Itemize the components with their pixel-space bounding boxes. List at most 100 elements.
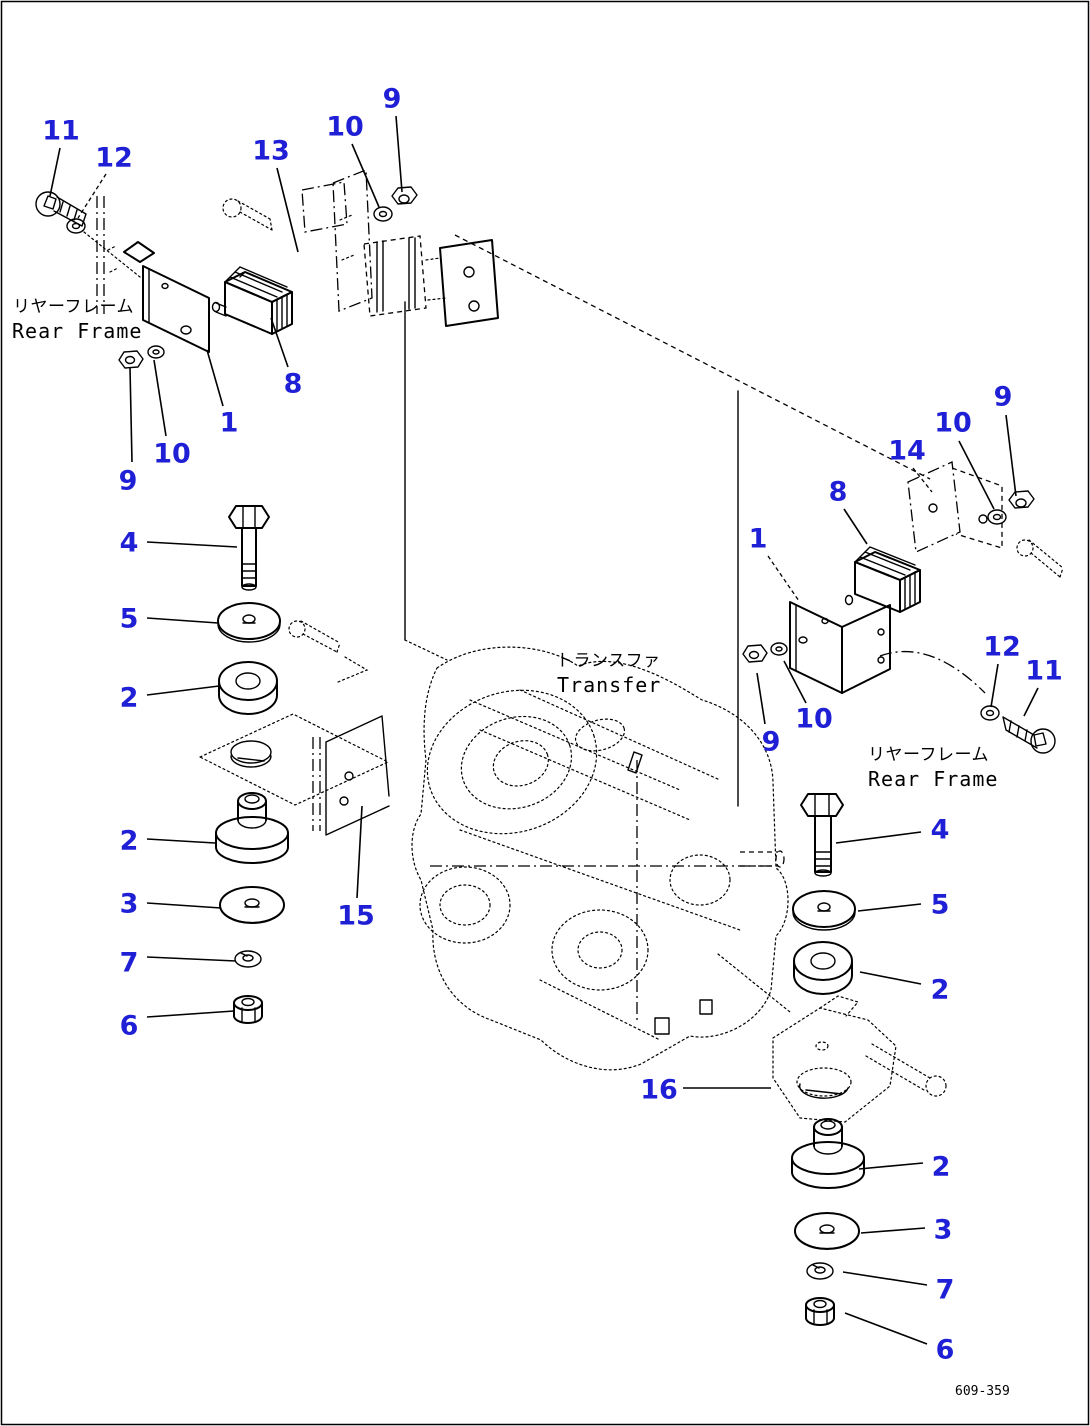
annotation-rear-frame-left: リヤーフレーム Rear Frame <box>12 297 142 343</box>
washer-7-left <box>234 950 262 968</box>
callout-2: 2 <box>120 683 139 714</box>
callout-16: 16 <box>640 1075 678 1106</box>
callout-12: 12 <box>95 143 133 174</box>
rear-frame-right-en: Rear Frame <box>868 767 998 791</box>
callout-10: 10 <box>153 439 191 470</box>
rear-frame-left-jp: リヤーフレーム <box>13 297 134 317</box>
leader-line-9 <box>756 672 766 725</box>
washer-3-left <box>219 886 285 924</box>
callout-1: 1 <box>220 408 239 439</box>
callout-10: 10 <box>934 408 972 439</box>
mount-8-left <box>211 266 293 335</box>
nut-9-right <box>742 644 768 663</box>
washer-7-right <box>806 1262 834 1280</box>
callout-6: 6 <box>120 1011 139 1042</box>
mount-8-right <box>844 546 921 613</box>
callout-5: 5 <box>120 604 139 635</box>
bracket-15 <box>312 715 390 836</box>
callout-7: 7 <box>936 1275 955 1306</box>
phantom-bolt-top-right <box>1016 539 1064 578</box>
bolt-4-left <box>228 505 270 591</box>
leader-line-7 <box>842 1271 928 1286</box>
callout-1: 1 <box>749 524 768 555</box>
bracket-1-left <box>123 241 210 353</box>
transfer-jp: トランスファ <box>556 651 661 671</box>
callout-3: 3 <box>120 889 139 920</box>
leader-line-3 <box>146 902 222 909</box>
leader-line-5 <box>857 903 922 912</box>
callout-9: 9 <box>383 84 402 115</box>
leader-line-2 <box>146 838 216 844</box>
nut-6-right <box>805 1297 835 1326</box>
leader-line-2 <box>146 685 220 696</box>
bracket-1-right <box>789 601 891 694</box>
bolt-4-right <box>800 793 844 877</box>
bushing-2-left <box>218 661 278 715</box>
washer-12-right <box>980 705 1000 721</box>
leader-line-6 <box>844 1312 928 1345</box>
callout-9: 9 <box>119 466 138 497</box>
leader-line-11 <box>1023 687 1039 717</box>
annotation-transfer: トランスファ Transfer <box>556 651 661 697</box>
leader-line-2 <box>858 1162 924 1170</box>
leader-line-9 <box>395 115 403 193</box>
callout-6: 6 <box>936 1335 955 1366</box>
callout-11: 11 <box>42 116 80 147</box>
leader-line-8 <box>270 317 289 368</box>
mount-2-right-lower <box>791 1118 865 1189</box>
nut-9-left <box>118 350 144 369</box>
bolt-11-right <box>1002 716 1056 754</box>
leader-line-4 <box>835 831 922 844</box>
callout-4: 4 <box>931 815 950 846</box>
leader-line-12 <box>77 173 107 219</box>
leader-line-10 <box>351 143 380 208</box>
frame-rail-left <box>363 235 499 327</box>
callout-2: 2 <box>932 1152 951 1183</box>
washer-12-left <box>66 218 86 234</box>
callout-3: 3 <box>934 1215 953 1246</box>
frame-axis-dashed <box>454 234 931 480</box>
leader-line-4 <box>146 541 238 548</box>
transfer-plate-dotted-left <box>198 713 390 806</box>
leader-line-2 <box>859 971 922 985</box>
callout-8: 8 <box>829 477 848 508</box>
callout-12: 12 <box>983 632 1021 663</box>
bracket-16-dotted <box>772 995 947 1123</box>
callout-2: 2 <box>120 826 139 857</box>
washer-5-right <box>792 890 856 931</box>
callout-15: 15 <box>337 901 375 932</box>
callout-2: 2 <box>931 975 950 1006</box>
annotation-rear-frame-right: リヤーフレーム Rear Frame <box>868 745 998 791</box>
washer-3-right <box>794 1212 860 1250</box>
callout-7: 7 <box>120 948 139 979</box>
leader-line-10 <box>153 359 167 437</box>
mount-2-left-lower <box>215 792 289 864</box>
leader-line-13 <box>276 167 299 253</box>
leader-line-9 <box>129 367 133 463</box>
callout-10: 10 <box>326 112 364 143</box>
callout-13: 13 <box>252 136 290 167</box>
leader-line-11 <box>49 147 61 197</box>
leader-line-5 <box>146 617 219 624</box>
callout-9: 9 <box>994 382 1013 413</box>
washer-10-top-left <box>373 206 393 222</box>
callout-14: 14 <box>888 436 926 467</box>
callout-8: 8 <box>284 369 303 400</box>
phantom-bolt-mid-left <box>288 620 369 683</box>
nut-6-left <box>233 995 263 1024</box>
rear-frame-left-en: Rear Frame <box>12 319 142 343</box>
transfer-en: Transfer <box>557 673 661 697</box>
callout-4: 4 <box>120 528 139 559</box>
leader-line-7 <box>146 956 237 962</box>
washer-10-right <box>770 642 788 656</box>
rear-frame-right-jp: リヤーフレーム <box>868 745 989 765</box>
nut-9-top-left <box>391 186 418 205</box>
callout-9: 9 <box>762 727 781 758</box>
washer-10-left <box>147 345 165 359</box>
frame-plate-14 <box>907 461 1003 553</box>
washer-5-left <box>217 602 281 643</box>
